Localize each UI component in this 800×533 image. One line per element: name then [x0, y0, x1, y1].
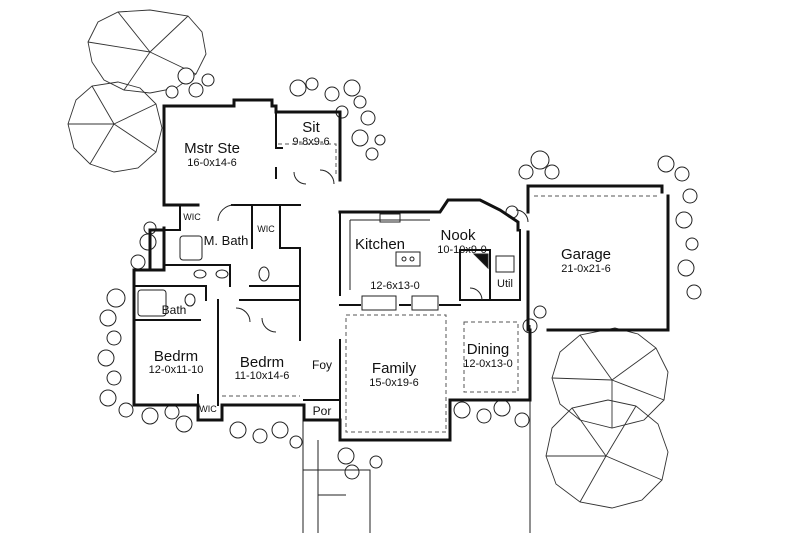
room-mstr-ste-label: Mstr Ste	[184, 140, 240, 157]
room-wic-label-2: WIC	[257, 224, 275, 234]
exterior-walls	[132, 98, 670, 442]
room-nook-label: Nook	[440, 227, 476, 244]
room-bedrm-2-label: Bedrm	[240, 354, 284, 371]
landscape-trees	[67, 9, 669, 509]
room-labels: Mstr Ste 16-0x14-6 Sit 9-8x9-6 WIC WIC M…	[149, 119, 611, 418]
room-sit-dim: 9-8x9-6	[292, 136, 329, 148]
room-bedrm-1-label: Bedrm	[154, 348, 198, 365]
room-sit-label: Sit	[302, 119, 320, 136]
room-kitchen-dim: 12-6x13-0	[370, 280, 420, 292]
room-wic-label-1: WIC	[183, 212, 201, 222]
room-por-label: Por	[313, 404, 332, 418]
room-dining-label: Dining	[467, 341, 510, 358]
room-mstr-ste-dim: 16-0x14-6	[187, 157, 237, 169]
tree-top-left-upper	[87, 9, 207, 94]
room-nook-dim: 10-10x9-0	[437, 244, 487, 256]
tree-bottom-right-lower	[545, 399, 669, 509]
room-family-label: Family	[372, 360, 417, 377]
tree-bottom-right-upper	[551, 327, 669, 429]
room-bath-label: Bath	[162, 303, 187, 317]
room-util-label: Util	[497, 278, 513, 290]
room-bedrm-2-dim: 11-10x14-6	[235, 370, 290, 382]
room-family-dim: 15-0x19-6	[369, 377, 419, 389]
landscape-shrubs	[97, 67, 702, 480]
tree-top-left-lower	[67, 81, 163, 173]
room-dining-dim: 12-0x13-0	[463, 358, 513, 370]
fixtures	[137, 143, 660, 433]
room-foy-label: Foy	[312, 358, 332, 372]
room-bedrm-1-dim: 12-0x11-10	[149, 364, 204, 376]
room-kitchen-label: Kitchen	[355, 236, 405, 253]
room-garage-dim: 21-0x21-6	[561, 263, 611, 275]
room-garage-label: Garage	[561, 246, 611, 263]
interior-walls	[133, 111, 521, 421]
room-wic-label-3: WIC	[199, 404, 217, 414]
room-m-bath-label: M. Bath	[204, 233, 249, 248]
